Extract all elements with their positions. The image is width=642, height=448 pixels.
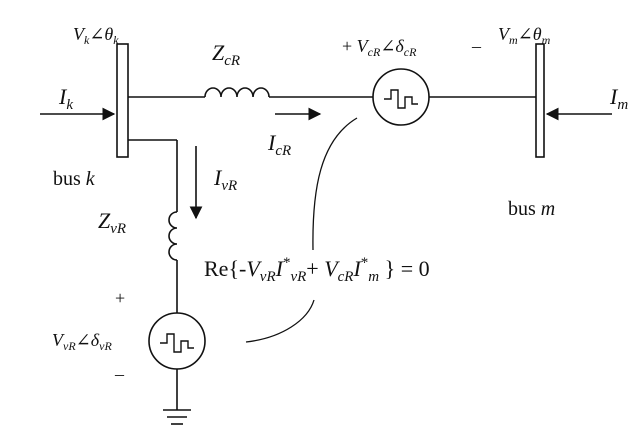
shunt-plus-sign: + <box>115 288 125 308</box>
ground-symbol <box>163 409 191 425</box>
shunt-impedance-coil <box>168 211 178 261</box>
bus-k-name-label: bus k <box>53 168 96 190</box>
series-minus-sign: – <box>471 36 482 56</box>
shunt-voltage-label: VvR∠δvR <box>52 330 112 353</box>
bus-k-voltage-label: Vk∠θk <box>73 24 119 47</box>
constraint-curve-lower <box>245 299 315 343</box>
series-voltage-label: + VcR∠δcR <box>342 36 417 59</box>
series-converter-source <box>372 68 430 126</box>
series-impedance-coil <box>204 87 270 98</box>
current-ivr-label: IvR <box>213 165 237 194</box>
current-im-label: Im <box>609 84 628 113</box>
shunt-minus-sign: – <box>114 364 125 384</box>
bus-m-voltage-label: Vm∠θm <box>498 24 551 47</box>
bus-m-name-label: bus m <box>508 198 555 220</box>
bus-m-bar <box>535 43 545 158</box>
bus-k-bar <box>116 43 129 158</box>
current-ik-label: Ik <box>58 84 73 113</box>
shunt-impedance-label: ZvR <box>98 208 126 237</box>
current-icr-label: IcR <box>267 130 291 159</box>
constraint-curve-upper <box>312 117 358 251</box>
power-balance-equation: Re{-VvRI*vR+ VcRI*m } = 0 <box>204 255 430 285</box>
series-impedance-label: ZcR <box>212 40 240 69</box>
shunt-converter-source <box>148 312 206 370</box>
